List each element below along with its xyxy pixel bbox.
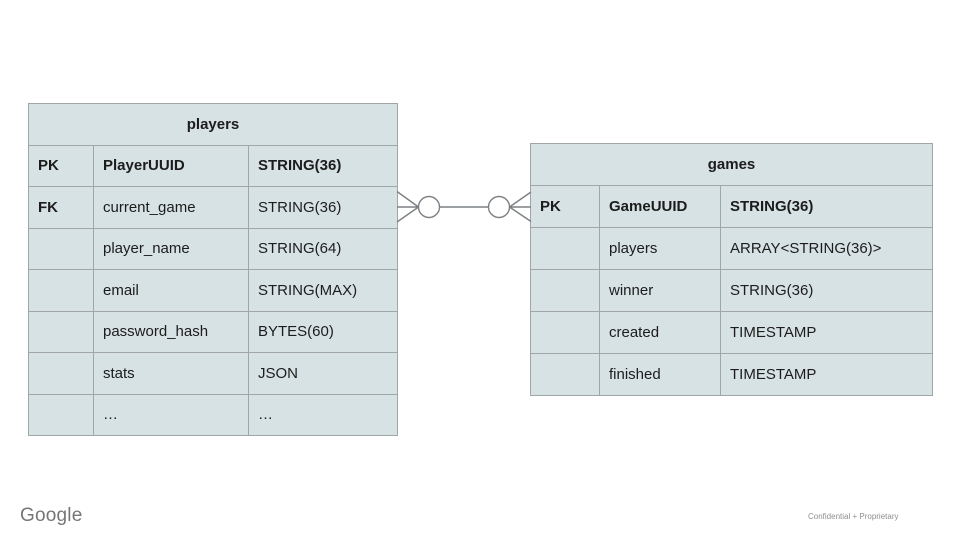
column-type-cell: STRING(36): [719, 185, 934, 228]
crows-foot-right-icon: [509, 191, 532, 223]
games-table-title: games: [529, 143, 934, 186]
column-type-cell: STRING(36): [247, 144, 399, 187]
table-header-row: players: [27, 103, 399, 146]
column-name-cell: players: [599, 227, 721, 270]
relationship-connector: [396, 190, 532, 223]
column-name-cell: password_hash: [93, 310, 249, 353]
confidentiality-note: Confidential + Proprietary: [808, 512, 899, 521]
column-type-cell: JSON: [247, 352, 399, 395]
column-type-cell: STRING(36): [247, 186, 399, 229]
column-type-cell: ARRAY<STRING(36)>: [719, 227, 934, 270]
google-logo: Google: [20, 505, 83, 526]
key-cell: [530, 227, 600, 270]
zero-cardinality-left-icon: [417, 195, 441, 219]
key-cell: [530, 353, 600, 396]
column-name-cell: …: [93, 393, 249, 436]
key-cell: [28, 393, 94, 436]
column-name-cell: PlayerUUID: [93, 144, 249, 187]
table-row: ……: [28, 393, 399, 436]
column-type-cell: TIMESTAMP: [719, 311, 934, 354]
key-cell: FK: [28, 186, 94, 229]
key-cell: [530, 311, 600, 354]
column-type-cell: TIMESTAMP: [719, 353, 934, 396]
column-type-cell: STRING(64): [247, 227, 399, 270]
key-cell: [28, 352, 94, 395]
crows-foot-left-icon: [396, 190, 419, 223]
key-cell: [28, 310, 94, 353]
column-type-cell: STRING(36): [719, 269, 934, 312]
key-cell: [28, 269, 94, 312]
column-name-cell: created: [599, 311, 721, 354]
column-name-cell: player_name: [93, 227, 249, 270]
key-cell: [530, 269, 600, 312]
column-type-cell: STRING(MAX): [247, 269, 399, 312]
table-header-row: games: [529, 143, 934, 186]
column-name-cell: finished: [599, 353, 721, 396]
column-name-cell: stats: [93, 352, 249, 395]
key-cell: [28, 227, 94, 270]
column-name-cell: GameUUID: [599, 185, 721, 228]
column-type-cell: BYTES(60): [247, 310, 399, 353]
players-table-title: players: [27, 103, 399, 146]
zero-cardinality-right-icon: [487, 195, 511, 219]
key-cell: PK: [28, 144, 94, 187]
column-name-cell: winner: [599, 269, 721, 312]
column-name-cell: current_game: [93, 186, 249, 229]
column-name-cell: email: [93, 269, 249, 312]
column-type-cell: …: [247, 393, 399, 436]
key-cell: PK: [530, 185, 600, 228]
